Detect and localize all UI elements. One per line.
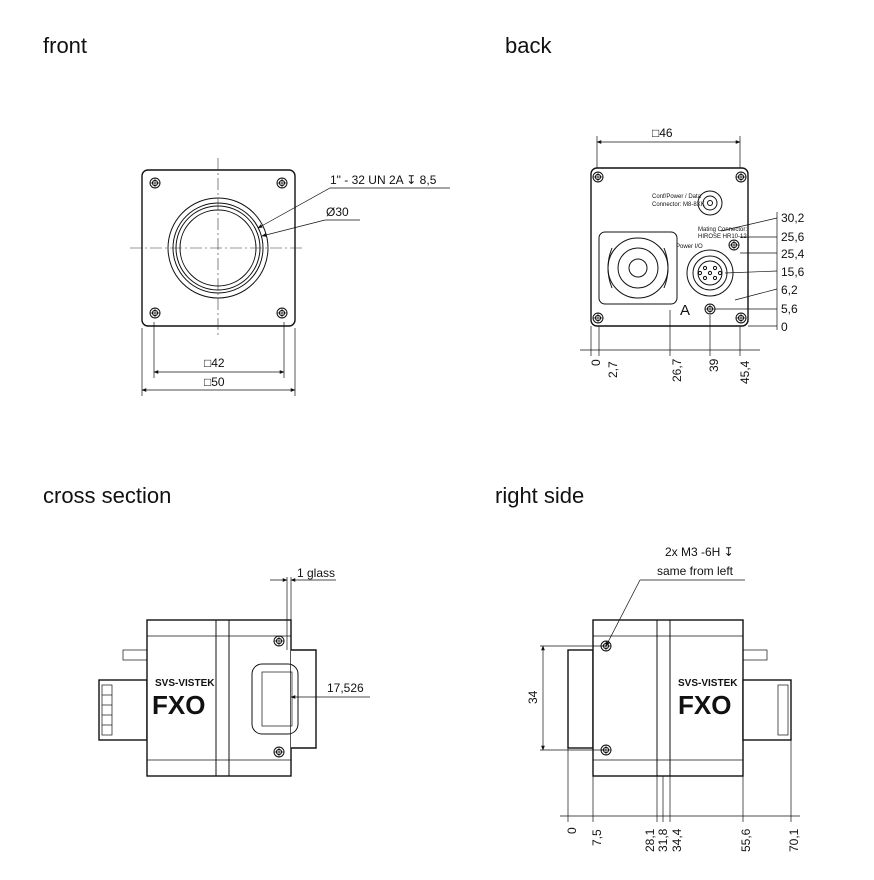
back-housing (590, 167, 749, 327)
back-bottom-dim-26-7: 26,7 (670, 358, 684, 382)
view-title-back: back (505, 33, 552, 58)
fan-area (598, 231, 678, 305)
side-bottom-dim-0: 0 (565, 827, 579, 834)
side-height-dim: 34 (526, 690, 540, 704)
right-side-view: SVS-VISTEK FXO 2x M3 -6H ↧ same from lef… (526, 545, 801, 852)
back-bottom-dim-0: 0 (589, 359, 603, 366)
back-view: □46 Conf/Power / Data Connector: M8-8XK … (580, 126, 805, 384)
rear-connector (98, 679, 148, 741)
back-dim-25-4: 25,4 (781, 247, 805, 261)
mount-screw-icon (149, 177, 161, 189)
side-thread-label: 2x M3 -6H ↧ (665, 545, 734, 559)
glass-label: 1 glass (297, 566, 335, 580)
side-bottom-dim-34-4: 34,4 (670, 828, 684, 852)
side-bottom-dim-70-1: 70,1 (787, 828, 801, 852)
back-width-dim: □46 (652, 126, 673, 140)
brand-top-side: SVS-VISTEK (678, 678, 738, 689)
brand-main-side: FXO (678, 690, 731, 720)
brand-top-cross: SVS-VISTEK (155, 678, 215, 689)
side-bottom-dim-55-6: 55,6 (739, 828, 753, 852)
mount-screw-icon (276, 177, 288, 189)
cross-section-view: SVS-VISTEK FXO 1 glass 17,526 (98, 566, 370, 777)
side-body (592, 619, 744, 777)
back-bottom-dim-45-4: 45,4 (738, 360, 752, 384)
back-dim-0: 0 (781, 320, 788, 334)
width-outer-dim: □50 (204, 375, 225, 389)
power-label: Power I/O (676, 244, 703, 250)
connector-label-2: Connector: M8-8XK (652, 202, 705, 208)
back-dim-15-6: 15,6 (781, 265, 805, 279)
view-title-front: front (43, 33, 88, 58)
marker-a: A (680, 302, 690, 319)
side-bottom-dim-7-5: 7,5 (590, 829, 604, 846)
view-title-cross-section: cross section (43, 483, 172, 508)
back-bottom-dim-39: 39 (707, 358, 721, 372)
diameter-label: Ø30 (326, 205, 349, 219)
data-connector-icon (697, 190, 723, 216)
mount-screw-icon (149, 307, 161, 319)
connector-label-1: Conf/Power / Data (652, 194, 702, 200)
side-thread-note: same from left (657, 564, 734, 578)
back-dim-30-2: 30,2 (781, 211, 805, 225)
mating-label-1: Mating Connector: (698, 227, 747, 233)
brand-main-cross: FXO (152, 690, 205, 720)
width-inner-dim: □42 (204, 356, 225, 370)
mating-label-2: HIROSE HR10-12 (698, 234, 747, 240)
back-dim-25-6: 25,6 (781, 230, 805, 244)
back-dim-5-6: 5,6 (781, 302, 798, 316)
thread-label: 1" - 32 UN 2A ↧ 8,5 (330, 173, 437, 187)
side-bottom-dim-28-1: 28,1 (643, 828, 657, 852)
mount-screw-icon (276, 307, 288, 319)
front-view: 1" - 32 UN 2A ↧ 8,5 Ø30 □42 □50 (130, 158, 450, 396)
back-bottom-dim-2-7: 2,7 (606, 361, 620, 378)
side-connector (742, 679, 792, 741)
side-bottom-dim-31-8: 31,8 (656, 828, 670, 852)
view-title-right-side: right side (495, 483, 585, 508)
back-dim-6-2: 6,2 (781, 283, 798, 297)
flange-distance-label: 17,526 (327, 681, 364, 695)
